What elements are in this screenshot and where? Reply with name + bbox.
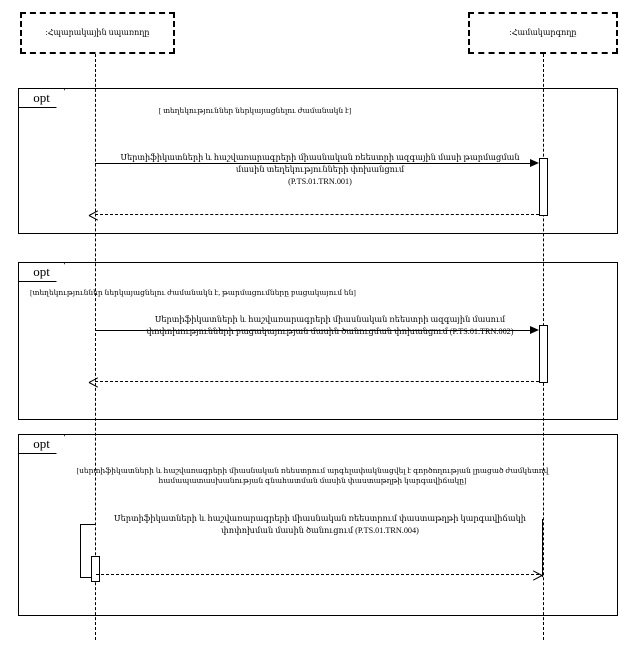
activation-bar-coordinator-2: [539, 325, 548, 383]
message-2-line-1: Սերտիֆիկատների և հաշվառարագրերի միասնակա…: [154, 315, 506, 324]
lifeline-label-consumer: :Հպարակային սպառողը: [45, 27, 150, 37]
opt-fragment-3-operator: opt: [33, 436, 50, 451]
message-3-line: [96, 574, 539, 575]
activation-bracket-consumer-3: [80, 524, 96, 578]
activation-bar-coordinator-1: [539, 158, 548, 216]
opt-fragment-1-guard: [ տեղեկություններ ներկայացնելու ժամանակն…: [158, 106, 352, 115]
opt-fragment-3-tab: opt: [19, 435, 74, 454]
lifeline-head-coordinator[interactable]: :Համակարգողը: [468, 12, 618, 54]
message-2-reply-arrowhead: [89, 376, 98, 387]
opt-fragment-2[interactable]: opt: [18, 262, 618, 420]
message-2-call-arrowhead: [530, 325, 539, 334]
opt-fragment-3[interactable]: opt: [18, 434, 618, 616]
message-2-label: Սերտիֆիկատների և հաշվառարագրերի միասնակա…: [120, 314, 540, 338]
message-2-reply-line: [95, 381, 539, 382]
opt-fragment-1-tab: opt: [19, 89, 74, 108]
message-3-line-1: Սերտիֆիկատների և հաշվառարագրերի միասնակա…: [114, 514, 526, 523]
message-1-call-arrowhead: [530, 158, 539, 167]
message-2-call-line: [95, 330, 534, 331]
message-3-line-2: փոփոխման մասին ծանուցում (P.TS.01.TRN.00…: [221, 525, 419, 535]
lifeline-label-coordinator: :Համակարգողը: [509, 27, 577, 37]
message-3-arrowhead: [533, 569, 542, 580]
opt-fragment-1-operator: opt: [33, 90, 50, 105]
opt-fragment-2-operator: opt: [33, 264, 50, 279]
message-2-line-2: փոփոխությունների բացակայության մասին ծան…: [146, 326, 514, 336]
opt-fragment-1[interactable]: opt: [18, 88, 618, 234]
activation-bar-consumer-3: [91, 556, 100, 582]
message-3-label: Սերտիֆիկատների և հաշվառարագրերի միասնակա…: [105, 513, 535, 537]
lifeline-head-consumer[interactable]: :Հպարակային սպառողը: [20, 12, 175, 54]
message-1-line-3: (P.TS.01.TRN.001): [288, 176, 352, 186]
message-1-label: Սերտիֆիկատների և հաշվառարագրերի միասնակա…: [105, 152, 535, 188]
lifeline-consumer: [95, 54, 96, 640]
opt-fragment-2-tab: opt: [19, 263, 74, 282]
activation-tick-coordinator-3: [542, 519, 543, 577]
opt-fragment-2-guard: [տեղեկություններ ներկայացնելու ժամանակն …: [30, 288, 356, 297]
message-1-reply-line: [95, 214, 539, 215]
message-1-line-1: Սերտիֆիկատների և հաշվառարագրերի միասնակա…: [120, 153, 520, 162]
message-1-line-2: մասին տեղեկությունների փոխանցում: [235, 164, 405, 174]
message-1-reply-arrowhead: [89, 209, 98, 220]
opt-fragment-3-guard: [սերտիֆիկատների և հաշվառագրերի միասնական…: [76, 466, 549, 486]
message-1-call-line: [95, 163, 534, 164]
